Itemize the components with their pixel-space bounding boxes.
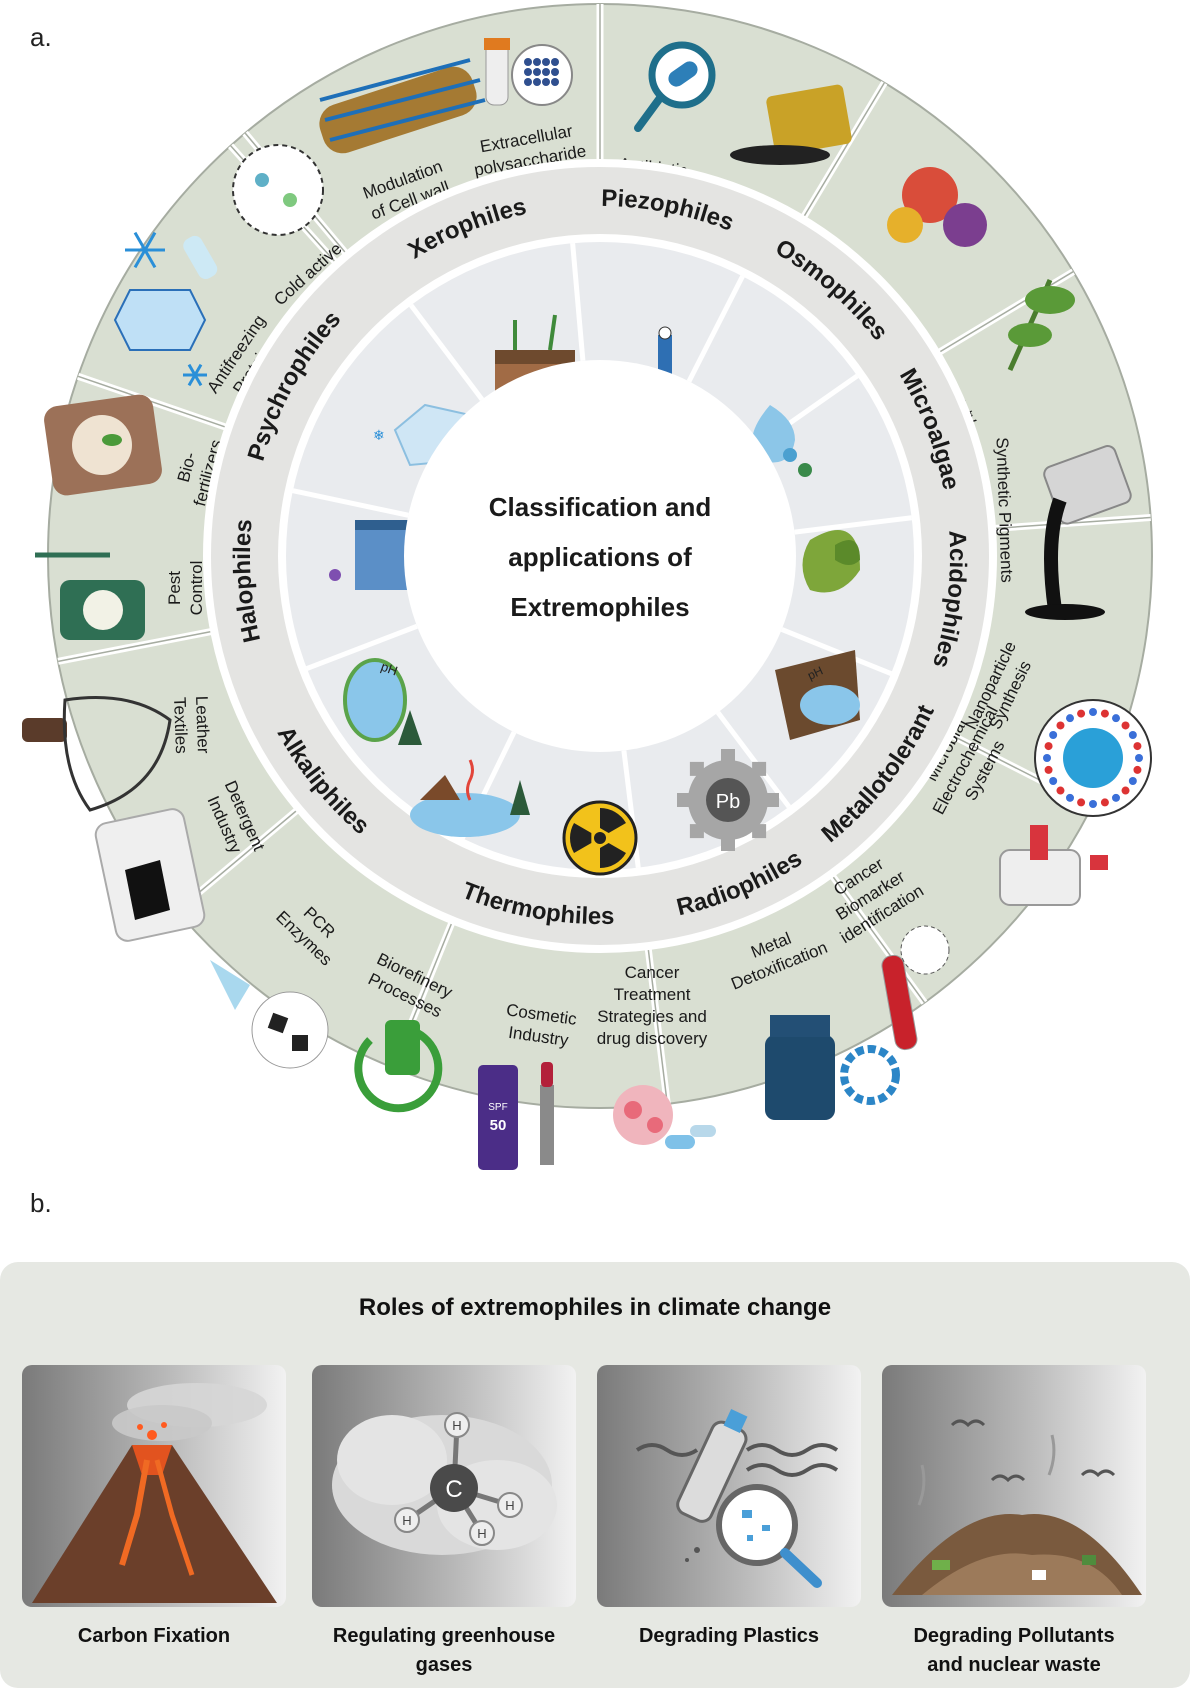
tile-divider: [570, 242, 586, 361]
sector-divider-edge: [830, 873, 926, 1004]
panel-a-label: a.: [30, 22, 52, 52]
pollutants-card: [882, 1365, 1146, 1607]
polysaccharide-tube-icon: [484, 38, 573, 106]
waste-heap-icon: [892, 1419, 1142, 1595]
enzyme-tube-icon: [183, 144, 324, 279]
ph-label: pH: [379, 659, 400, 679]
paint-pour-icon: [1025, 445, 1132, 620]
pollutants-text-line-2: and nuclear waste: [927, 1654, 1101, 1676]
oil-barrel-spill-icon: [730, 84, 852, 165]
volcano-icon: [32, 1383, 277, 1603]
blood-tube-icon: [881, 925, 950, 1051]
tile-divider: [686, 275, 745, 383]
application-label-line: Leather: [192, 695, 213, 754]
snowflake-icon: ❄: [373, 427, 385, 443]
pollutants-text-line-1: Degrading Pollutants: [913, 1625, 1115, 1647]
application-label-line: Treatment: [614, 985, 691, 1004]
application-label-line: Cancer: [625, 963, 680, 982]
hydrogen-atom-label: H: [505, 1498, 514, 1513]
hot-spring-icon: [410, 759, 530, 837]
snowflake-crystal-icon: [113, 231, 207, 387]
plastics-text: Degrading Plastics: [638, 1625, 820, 1647]
plastics-card: [597, 1365, 861, 1607]
sunscreen-lipstick-icon: SPF 50: [478, 1062, 554, 1170]
green-fuel-icon: [354, 1020, 443, 1113]
sector-divider-edge: [77, 375, 229, 429]
panel-b-label: b.: [30, 1188, 52, 1218]
electrochemical-cell-icon: [999, 825, 1108, 906]
fertilizer-sack-icon: [44, 394, 162, 496]
carbon-fixation-card: [22, 1365, 286, 1607]
application-label-line: Strategies and: [597, 1007, 707, 1026]
center-inner: [418, 374, 782, 738]
greenhouse-card: C H H H H: [312, 1365, 576, 1607]
detergent-jug-icon: [94, 808, 206, 942]
hydrogen-atom-label: H: [452, 1418, 461, 1433]
alkaline-lake-ph-icon: pH: [343, 658, 422, 745]
greenhouse-text-line-2: gases: [415, 1654, 473, 1676]
application-label-line: drug discovery: [597, 1029, 708, 1048]
food-plant-icon: [887, 167, 1075, 372]
cell-wall-icon: [319, 58, 486, 154]
tile-divider: [780, 627, 893, 676]
center-title-line: Extremophiles: [510, 592, 689, 622]
salt-water-icon: [329, 520, 410, 590]
center-circle: Classification and applications of Extremo…: [404, 360, 796, 752]
algae-icon: [802, 530, 860, 593]
radiation-icon: [562, 800, 638, 876]
application-label-line: Control: [187, 561, 206, 616]
magnifier-pill-icon: [634, 41, 716, 132]
greenhouse-label: Regulating greenhouse gases: [299, 1622, 589, 1680]
hydrogen-atom-label: H: [477, 1526, 486, 1541]
spf-value: 50: [490, 1117, 507, 1134]
application-label-line: Pest: [165, 571, 184, 605]
tile-divider: [794, 515, 912, 535]
application-icons: SPF 50: [22, 38, 1152, 1170]
center-title-line: applications of: [508, 542, 692, 572]
sector-divider-edge: [647, 945, 669, 1104]
plastics-label: Degrading Plastics: [584, 1622, 874, 1651]
hydrogen-atom-label: H: [402, 1513, 411, 1528]
lead-label: Pb: [716, 791, 740, 813]
pollutants-label: Degrading Pollutants and nuclear waste: [869, 1622, 1159, 1680]
poison-bottle-gear-icon: [765, 1015, 900, 1120]
application-label-line: Textiles: [170, 697, 191, 754]
tile-divider: [305, 623, 418, 671]
plastic-bottle-magnifier-icon: [635, 1409, 839, 1588]
carbon-fixation-label: Carbon Fixation: [9, 1622, 299, 1651]
spf-label: SPF: [488, 1102, 507, 1113]
class-tile-icons: Ocean depthpHPbpH❄: [329, 314, 860, 876]
sprayer-icon: [35, 552, 145, 640]
climate-panel: Roles of extremophiles in climate change…: [0, 1262, 1190, 1688]
ph-label: pH: [805, 664, 825, 683]
climate-title: Roles of extremophiles in climate change: [358, 1294, 832, 1321]
sector-divider-edge: [801, 82, 885, 220]
acid-lake-ph-icon: pH: [775, 650, 860, 740]
tile-divider: [409, 303, 485, 401]
cow-leather-icon: [22, 696, 172, 812]
sector-divider-edge: [936, 271, 1074, 355]
center-title-line: Classification and: [489, 492, 712, 522]
methane-molecule-icon: C H H H H: [332, 1412, 557, 1555]
tile-divider: [715, 711, 791, 809]
nanoparticle-icon: [1034, 699, 1152, 817]
tile-divider: [292, 488, 409, 518]
carbon-atom-label: C: [445, 1476, 462, 1503]
cancer-cells-pills-icon: [613, 1085, 716, 1149]
greenhouse-text-line-1: Regulating greenhouse: [332, 1625, 556, 1647]
gear-lead-icon: Pb: [677, 749, 779, 851]
sector-divider-edge: [57, 630, 215, 663]
pcr-tube-icon: [210, 960, 329, 1069]
carbon-fixation-text: Carbon Fixation: [77, 1625, 231, 1647]
